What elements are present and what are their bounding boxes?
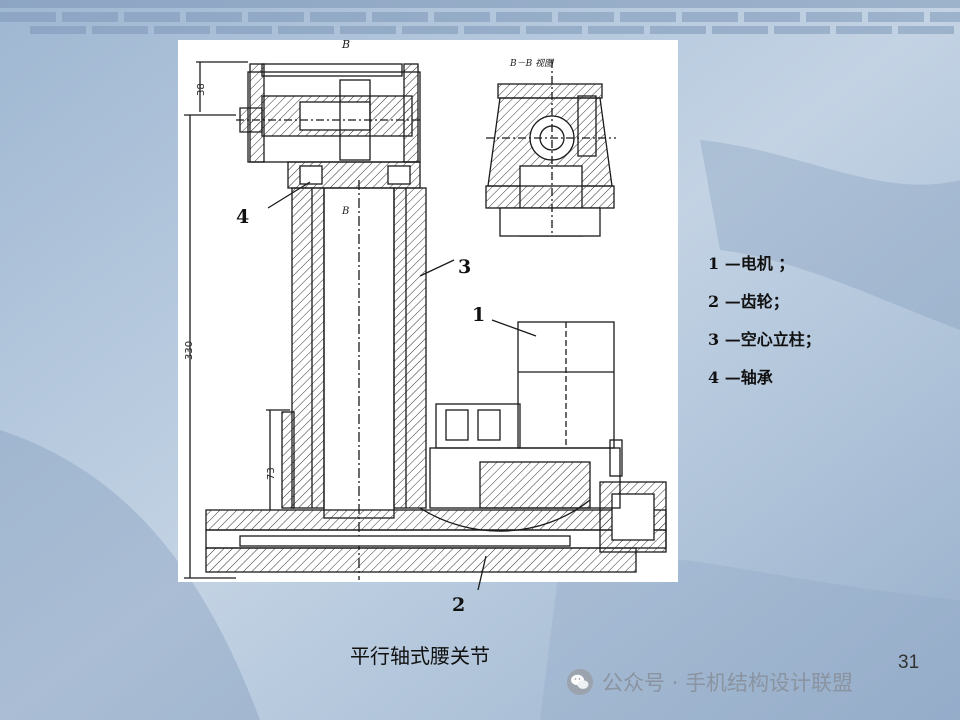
watermark: 公众号 · 手机结构设计联盟 xyxy=(566,668,853,696)
dimension-73: 73 xyxy=(266,467,277,480)
wechat-icon xyxy=(567,669,593,695)
section-view-label: B－B 视图 xyxy=(510,59,554,69)
legend-item-bearing: 4 —轴承 xyxy=(708,368,773,387)
dimension-38: 38 xyxy=(196,83,207,96)
brick-band-top xyxy=(0,0,960,34)
legend-item-gear: 2 —齿轮； xyxy=(708,292,789,311)
figure-caption: 平行轴式腰关节 xyxy=(350,644,490,668)
watermark-text: 公众号 · 手机结构设计联盟 xyxy=(602,671,854,695)
legend-item-hollow-column: 3 —空心立柱； xyxy=(708,330,821,349)
callout-4: 4 xyxy=(236,206,250,228)
section-mark-top: B xyxy=(342,38,351,51)
section-mark-mid: B xyxy=(342,206,350,217)
page-number: 31 xyxy=(898,652,920,673)
dimension-330: 330 xyxy=(184,340,195,360)
callout-3: 3 xyxy=(458,256,472,278)
callout-1: 1 xyxy=(472,304,486,326)
legend-item-motor: 1 —电机 ； xyxy=(708,254,795,273)
callout-2: 2 xyxy=(452,594,466,616)
parts-legend: 1 —电机 ； 2 —齿轮； 3 —空心立柱； 4 —轴承 xyxy=(708,252,821,404)
